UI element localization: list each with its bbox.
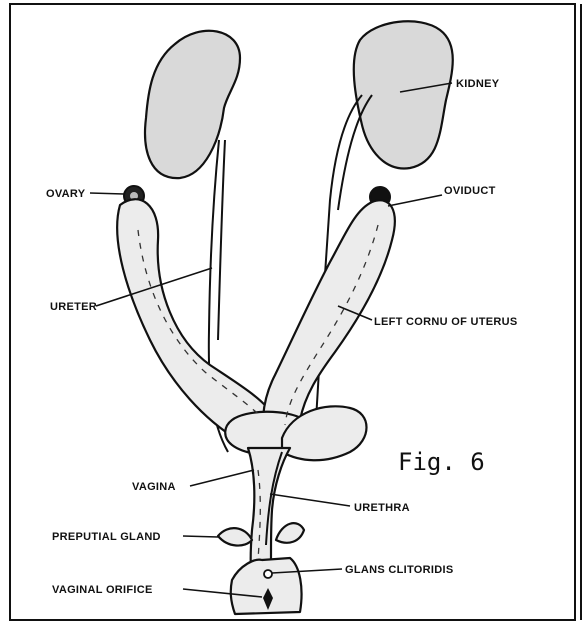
oviduct-leader xyxy=(388,195,442,206)
preputial-gland-right xyxy=(218,528,252,545)
vulva-shape xyxy=(231,558,302,614)
kidney-label: KIDNEY xyxy=(456,78,500,90)
right-uterine-horn xyxy=(117,199,275,443)
figure-caption: Fig. 6 xyxy=(398,448,485,476)
left-cornu-label: LEFT CORNU OF UTERUS xyxy=(374,316,518,328)
urethra-label: URETHRA xyxy=(354,502,410,514)
preputial-gland-left xyxy=(276,523,304,543)
preputial-gland-leader xyxy=(183,536,218,537)
right-kidney-shape xyxy=(145,31,240,178)
urethra-leader xyxy=(270,494,350,506)
vaginal-orifice-label: VAGINAL ORIFICE xyxy=(52,584,153,596)
left-kidney-shape xyxy=(354,21,453,168)
vagina-leader xyxy=(190,470,254,486)
vagina-label: VAGINA xyxy=(132,481,176,493)
oviduct-label: OVIDUCT xyxy=(444,185,496,197)
ovary-leader xyxy=(90,193,124,194)
glans-clitoridis-shape xyxy=(264,570,272,578)
glans-clitoridis-label: GLANS CLITORIDIS xyxy=(345,564,454,576)
ureter-label: URETER xyxy=(50,301,97,313)
ovary-label: OVARY xyxy=(46,188,86,200)
ureter-right-inner xyxy=(218,140,225,340)
preputial-gland-label: PREPUTIAL GLAND xyxy=(52,531,161,543)
